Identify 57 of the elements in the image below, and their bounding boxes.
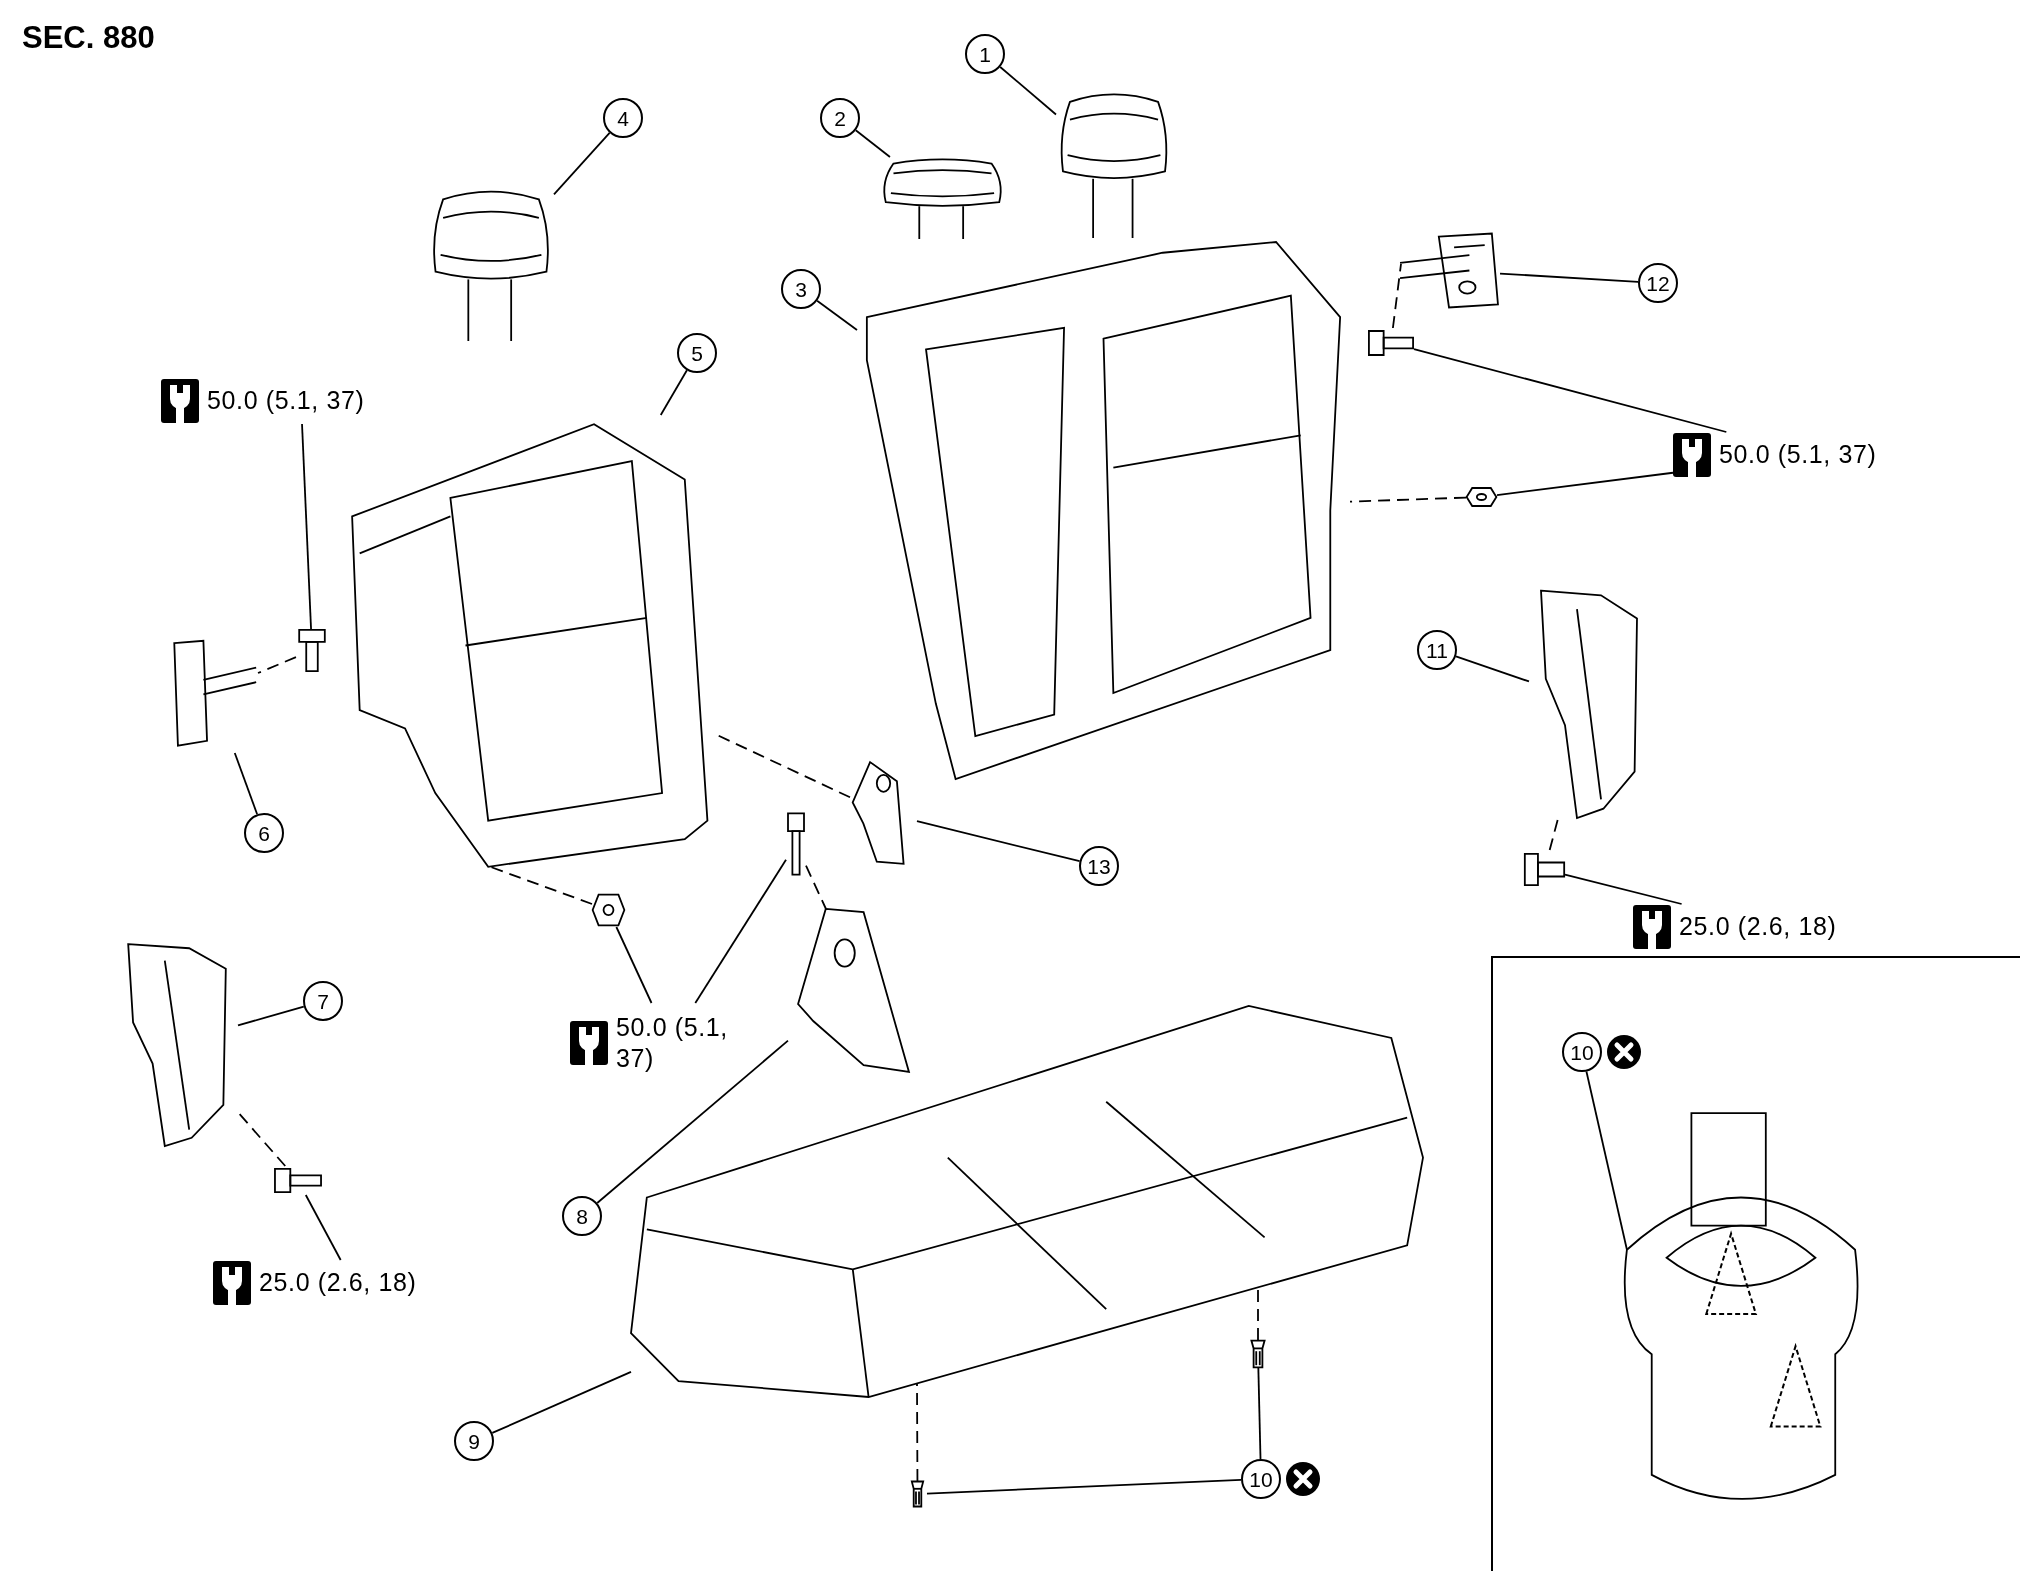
leader-line	[615, 926, 653, 1004]
assembly-line	[1257, 1287, 1259, 1341]
callout-number: 6	[244, 813, 284, 853]
callout-number: 11	[1417, 630, 1457, 670]
leader-line	[854, 129, 891, 158]
assembly-line	[237, 1111, 287, 1167]
callout-number: 7	[303, 981, 343, 1021]
bolt-drawing	[1368, 328, 1414, 358]
callout-number: 5	[677, 333, 717, 373]
callout-number: 10	[1562, 1032, 1602, 1072]
callout-number: 13	[1079, 846, 1119, 886]
assembly-line	[1392, 263, 1402, 329]
callout-number: 3	[781, 269, 821, 309]
leader-line	[1585, 1070, 1628, 1251]
leader-line	[596, 1039, 789, 1204]
callout-number: 9	[454, 1421, 494, 1461]
callout-number: 1	[965, 34, 1005, 74]
leader-line	[816, 299, 858, 331]
callout-number: 10	[1241, 1459, 1281, 1499]
callout-number: 2	[820, 98, 860, 138]
assembly-line	[1349, 496, 1467, 503]
leader-line	[1257, 1367, 1262, 1460]
torque-value: 50.0 (5.1, 37)	[1719, 439, 1877, 471]
assembly-line	[805, 864, 827, 910]
torque-value: 50.0 (5.1, 37)	[207, 385, 365, 417]
leader-line	[1564, 873, 1683, 905]
callout-number: 12	[1638, 263, 1678, 303]
torque-value: 25.0 (2.6, 18)	[1679, 911, 1837, 943]
leader-line	[694, 858, 787, 1004]
leader-line	[926, 1478, 1242, 1495]
assembly-line	[257, 656, 297, 674]
bolt-drawing	[1524, 850, 1565, 889]
leader-line	[304, 1194, 342, 1261]
leader-line	[1499, 272, 1639, 283]
callout-number: 8	[562, 1196, 602, 1236]
bracket-drawing	[1398, 232, 1500, 309]
leader-line	[1496, 471, 1674, 496]
leader-line	[233, 752, 259, 816]
clip-drawing	[1247, 1340, 1269, 1368]
leader-line	[301, 423, 312, 630]
leader-line	[999, 66, 1057, 116]
nut-drawing	[592, 893, 625, 927]
leader-line	[916, 820, 1081, 863]
section-title: SEC. 880	[22, 22, 155, 53]
torque-value: 25.0 (2.6, 18)	[259, 1267, 417, 1299]
leader-line	[553, 131, 611, 196]
callout-number: 4	[603, 98, 643, 138]
torque-value: 50.0 (5.1, 37)	[616, 1011, 729, 1074]
bolt-drawing	[274, 1166, 322, 1195]
bolt-drawing	[296, 629, 328, 672]
assembly-line	[1548, 817, 1560, 851]
nut-drawing	[1466, 487, 1497, 507]
clip-drawing	[908, 1481, 927, 1507]
assembly-line	[916, 1383, 919, 1482]
bolt-drawing	[786, 812, 806, 876]
leader-line	[237, 1005, 305, 1027]
leader-line	[1413, 348, 1728, 433]
